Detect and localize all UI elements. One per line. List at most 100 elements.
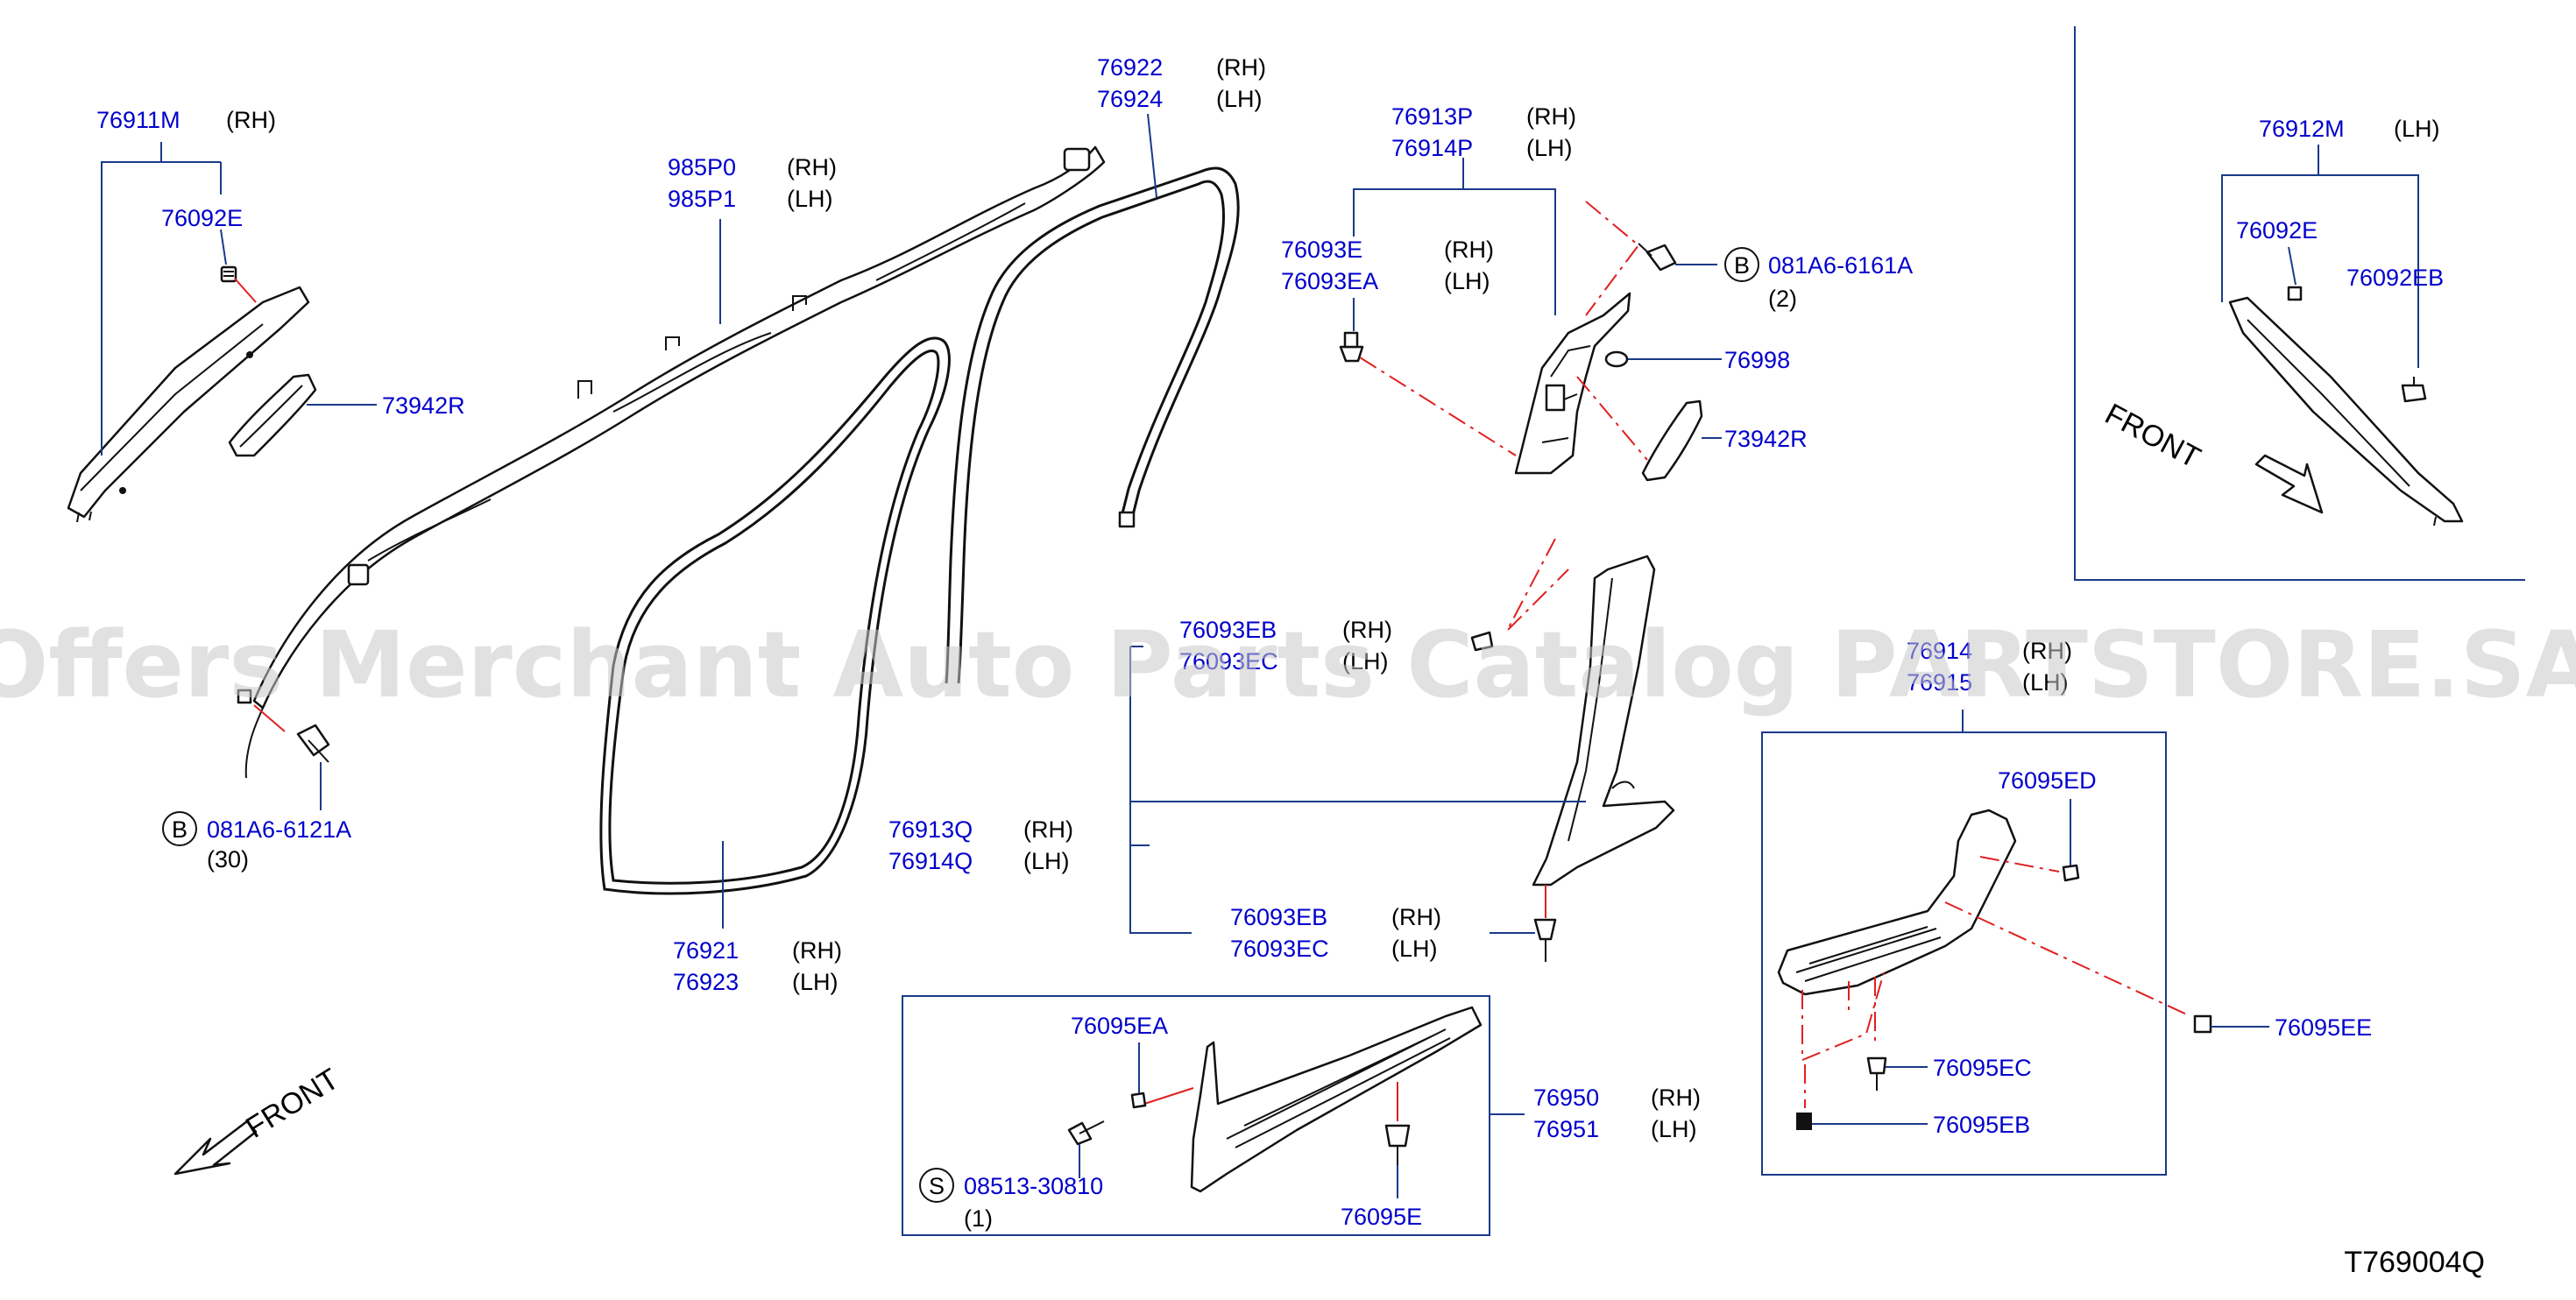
label-76913p-side: (RH) [1526, 103, 1576, 130]
label-76913q[interactable]: 76913Q [888, 816, 973, 843]
label-985p1-side: (LH) [787, 186, 833, 212]
label-76095eb[interactable]: 76095EB [1933, 1112, 2030, 1138]
label-73942r-left[interactable]: 73942R [382, 392, 465, 419]
label-76912m-side: (LH) [2394, 116, 2440, 142]
bolt-guide-line [253, 704, 286, 732]
front-arrow-left-icon [173, 1120, 258, 1176]
label-76921-side: (RH) [792, 937, 842, 964]
label-76914-rear[interactable]: 76914 [1907, 638, 1972, 664]
leader-76092e-left-b [220, 229, 227, 265]
label-985p0[interactable]: 985P0 [668, 154, 736, 180]
label-76093ec-upper[interactable]: 76093EC [1179, 648, 1278, 675]
label-985p1[interactable]: 985P1 [668, 186, 736, 212]
assist-grip-right[interactable] [1641, 399, 1703, 482]
label-76913p[interactable]: 76913P [1391, 103, 1473, 130]
clip-76095e[interactable] [1384, 1124, 1411, 1165]
label-76923-side: (LH) [792, 969, 839, 995]
clip-76093e-guide [1359, 357, 1517, 456]
label-76093e-side: (RH) [1444, 237, 1494, 263]
label-76093eb-upper-side: (RH) [1342, 617, 1392, 643]
label-76093e[interactable]: 76093E [1281, 237, 1362, 263]
label-73942r-right[interactable]: 73942R [1724, 426, 1808, 452]
leader-76922 [1147, 113, 1157, 198]
inset-frame [2074, 26, 2525, 581]
front-arrow-inset-icon [2254, 454, 2324, 514]
center-pillar-upper[interactable] [1514, 292, 1631, 475]
bolt-mark-b-right-letter: B [1734, 252, 1750, 279]
label-front-inset: FRONT [2099, 398, 2205, 476]
clip-76095ee[interactable] [2193, 1014, 2212, 1034]
airbag-connector[interactable] [237, 689, 252, 704]
a-pillar-garnish-rh[interactable] [67, 286, 310, 523]
rear-kicking-plate[interactable] [1777, 809, 2017, 996]
label-76921[interactable]: 76921 [673, 937, 739, 964]
label-76092eb-inset[interactable]: 76092EB [2346, 265, 2444, 291]
drawing-code: T769004Q [2344, 1246, 2485, 1279]
curtain-airbag[interactable] [244, 145, 1106, 779]
label-76951[interactable]: 76951 [1533, 1116, 1599, 1142]
label-08513-30810-qty: (1) [964, 1205, 993, 1232]
front-door-weatherstrip[interactable] [599, 336, 951, 895]
assist-grip-left[interactable] [228, 373, 317, 457]
clip-76092e-left[interactable] [220, 265, 237, 283]
screw-08513-30810[interactable] [1067, 1120, 1105, 1146]
cap-76998[interactable] [1604, 350, 1629, 368]
rear-sill-guide-f [1944, 901, 2191, 1017]
label-081a6-6121a[interactable]: 081A6-6121A [207, 816, 351, 843]
label-76095ec[interactable]: 76095EC [1933, 1055, 2032, 1081]
label-76092e-inset[interactable]: 76092E [2236, 217, 2318, 244]
center-pillar-lower[interactable] [1532, 555, 1675, 887]
label-76911m-side: (RH) [226, 107, 276, 133]
label-76922[interactable]: 76922 [1097, 54, 1163, 81]
label-76093eb-lower[interactable]: 76093EB [1230, 904, 1327, 930]
leader-76913q [1129, 646, 1192, 934]
label-76095e[interactable]: 76095E [1341, 1204, 1422, 1230]
label-76095ea[interactable]: 76095EA [1071, 1013, 1168, 1039]
label-76924[interactable]: 76924 [1097, 86, 1163, 112]
front-kicking-plate[interactable] [1190, 1006, 1483, 1193]
rear-sill-guide-e [1979, 856, 2060, 873]
clip-76092eb-inset[interactable] [2401, 377, 2427, 403]
label-08513-30810[interactable]: 08513-30810 [964, 1173, 1103, 1199]
clip-76093eb-lower[interactable] [1533, 918, 1557, 962]
label-081a6-6161a[interactable]: 081A6-6161A [1768, 252, 1913, 279]
label-76915-rear-side: (LH) [2022, 669, 2069, 696]
label-76914q[interactable]: 76914Q [888, 848, 973, 874]
label-76093ec-lower[interactable]: 76093EC [1230, 936, 1329, 962]
clip-76092e-inset[interactable] [2287, 286, 2303, 301]
a-pillar-garnish-lh[interactable] [2228, 296, 2464, 526]
label-76093eb-upper[interactable]: 76093EB [1179, 617, 1277, 643]
label-76093ea-side: (LH) [1444, 268, 1490, 294]
label-76095ed[interactable]: 76095ED [1998, 767, 2097, 794]
label-76093ea[interactable]: 76093EA [1281, 268, 1378, 294]
bolt-081a6-6121a[interactable] [296, 724, 330, 763]
bolt-6161a-guide [1585, 201, 1640, 316]
label-76093eb-lower-side: (RH) [1391, 904, 1441, 930]
label-76911m[interactable]: 76911M [96, 107, 180, 133]
label-76914p[interactable]: 76914P [1391, 135, 1473, 161]
clip-guide-line [234, 278, 257, 303]
clip-76095ea[interactable] [1130, 1092, 1147, 1109]
clip-76095eb[interactable] [1796, 1113, 1812, 1130]
label-985p0-side: (RH) [787, 154, 837, 180]
label-76092e-left[interactable]: 76092E [161, 205, 243, 231]
clip-76093eb-upper[interactable] [1470, 631, 1494, 652]
clip-76093e[interactable] [1339, 331, 1364, 363]
label-76912m[interactable]: 76912M [2259, 116, 2345, 142]
bolt-081a6-6161a[interactable] [1638, 243, 1677, 272]
label-76950-side: (RH) [1651, 1085, 1701, 1111]
label-76923[interactable]: 76923 [673, 969, 739, 995]
rear-sill-guide [1801, 971, 1885, 1062]
rear-door-weatherstrip[interactable] [945, 166, 1240, 684]
label-76095ee[interactable]: 76095EE [2275, 1014, 2372, 1041]
label-76093ec-lower-side: (LH) [1391, 936, 1438, 962]
label-76998[interactable]: 76998 [1724, 347, 1790, 373]
label-76914-rear-side: (RH) [2022, 638, 2072, 664]
clip-76095ed[interactable] [2062, 864, 2080, 882]
leader-76912m [2221, 174, 2419, 368]
label-76950[interactable]: 76950 [1533, 1085, 1599, 1111]
label-76914p-side: (LH) [1526, 135, 1573, 161]
label-76951-side: (LH) [1651, 1116, 1697, 1142]
label-76915-rear[interactable]: 76915 [1907, 669, 1972, 696]
clip-76095ec[interactable] [1866, 1056, 1887, 1091]
